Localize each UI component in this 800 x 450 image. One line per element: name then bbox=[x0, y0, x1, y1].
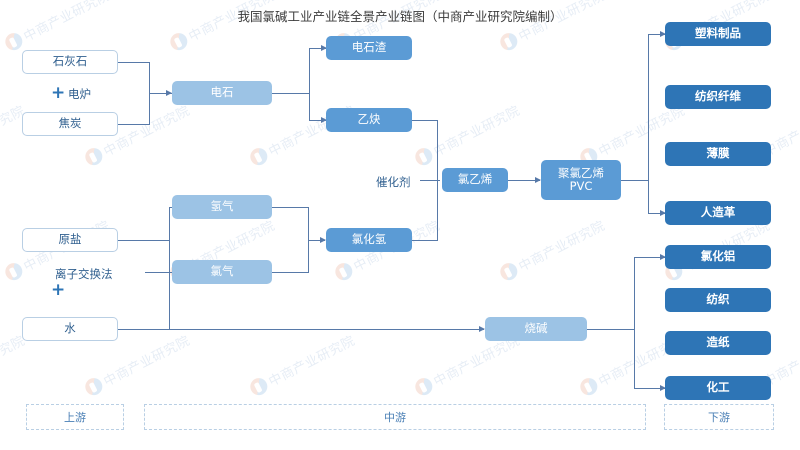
watermark: 中商产业研究院 bbox=[497, 445, 608, 450]
connector-to-acetylene bbox=[309, 120, 326, 121]
node-film[interactable]: 薄膜 bbox=[665, 142, 771, 166]
connector-to-hcl bbox=[308, 240, 325, 241]
arrow-to-artificial-leather bbox=[660, 209, 666, 216]
node-limestone[interactable]: 石灰石 bbox=[22, 50, 118, 74]
footer-downstream: 下游 bbox=[664, 404, 774, 430]
node-textile[interactable]: 纺织 bbox=[665, 288, 771, 312]
node-carbide-slag[interactable]: 电石渣 bbox=[326, 36, 412, 60]
watermark-logo-icon bbox=[577, 375, 601, 399]
connector-electrolysis-bracket bbox=[169, 207, 170, 329]
watermark: 中商产业研究院 bbox=[2, 445, 113, 450]
connector-raw-salt-out bbox=[118, 240, 170, 241]
watermark-logo-icon bbox=[412, 375, 436, 399]
arrow-to-acetylene bbox=[321, 116, 327, 123]
watermark-logo-icon bbox=[497, 260, 521, 284]
label-ion-exchange: 离子交换法 bbox=[55, 267, 113, 281]
connector-carbide-split bbox=[309, 48, 310, 120]
connector-caustic-out bbox=[587, 329, 635, 330]
plus-icon-ion-exchange: + bbox=[51, 280, 66, 300]
connector-vcm-to-pvc bbox=[508, 180, 540, 181]
watermark-logo-icon bbox=[332, 260, 356, 284]
node-aluminium-chloride[interactable]: 氯化铝 bbox=[665, 245, 771, 269]
connector-chlorine-out bbox=[272, 272, 309, 273]
watermark-text: 中商产业研究院 bbox=[431, 103, 523, 160]
node-acetylene[interactable]: 乙炔 bbox=[326, 108, 412, 132]
page-title: 我国氯碱工业产业链全景产业链图（中商产业研究院编制） bbox=[237, 9, 563, 24]
connector-to-chemical-industry bbox=[634, 388, 665, 389]
node-plastic-products[interactable]: 塑料制品 bbox=[665, 22, 771, 46]
watermark-text: 中商产业研究院 bbox=[516, 218, 608, 275]
watermark-logo-icon bbox=[497, 30, 521, 54]
connector-catalyst-junction bbox=[420, 180, 440, 181]
watermark-logo-icon bbox=[82, 145, 106, 169]
connector-acetylene-out bbox=[412, 120, 438, 121]
label-catalyst: 催化剂 bbox=[376, 175, 411, 189]
node-calcium-carbide[interactable]: 电石 bbox=[172, 81, 272, 105]
connector-limestone-out bbox=[118, 62, 150, 63]
watermark-text: 中商产业研究院 bbox=[266, 333, 358, 390]
watermark-logo-icon bbox=[167, 30, 191, 54]
connector-to-chlorine bbox=[145, 272, 182, 273]
node-chlorine[interactable]: 氯气 bbox=[172, 260, 272, 284]
arrow-to-aluminium-chloride bbox=[660, 253, 666, 260]
connector-hydrogen-out bbox=[272, 207, 309, 208]
connector-hcl-out bbox=[412, 240, 438, 241]
watermark-logo-icon bbox=[412, 145, 436, 169]
connector-to-aluminium-chloride bbox=[634, 257, 665, 258]
watermark-text: 中商产业研究院 bbox=[20, 445, 113, 450]
node-vinyl-chloride[interactable]: 氯乙烯 bbox=[442, 168, 508, 192]
connector-carbide-out bbox=[272, 93, 310, 94]
node-caustic-soda[interactable]: 烧碱 bbox=[485, 317, 587, 341]
node-artificial-leather[interactable]: 人造革 bbox=[665, 201, 771, 225]
node-pvc[interactable]: 聚氯乙烯 PVC bbox=[541, 160, 621, 200]
arrow-to-carbide-slag bbox=[321, 44, 327, 51]
watermark: 中商产业研究院 bbox=[167, 445, 278, 450]
watermark-logo-icon bbox=[2, 30, 26, 54]
connector-coke-out bbox=[118, 124, 150, 125]
watermark: 中商产业研究院 bbox=[0, 330, 28, 399]
watermark: 中商产业研究院 bbox=[247, 330, 358, 399]
node-papermaking[interactable]: 造纸 bbox=[665, 331, 771, 355]
connector-pvc-bracket bbox=[648, 34, 649, 214]
arrow-to-caustic-soda bbox=[479, 325, 485, 332]
node-textile-fiber[interactable]: 纺织纤维 bbox=[665, 85, 771, 109]
footer-upstream: 上游 bbox=[26, 404, 124, 430]
watermark-text: 中商产业研究院 bbox=[350, 445, 443, 450]
connector-to-plastic-products bbox=[648, 34, 665, 35]
watermark-text: 中商产业研究院 bbox=[680, 445, 773, 450]
node-coke[interactable]: 焦炭 bbox=[22, 112, 118, 136]
connector-caustic-bracket bbox=[634, 257, 635, 388]
footer-midstream: 中游 bbox=[144, 404, 646, 430]
watermark-logo-icon bbox=[247, 145, 271, 169]
connector-to-carbide-slag bbox=[309, 48, 326, 49]
watermark-text: 中商产业研究院 bbox=[185, 445, 278, 450]
watermark: 中商产业研究院 bbox=[412, 100, 523, 169]
connector-to-artificial-leather bbox=[648, 213, 665, 214]
connector-acetylene-down bbox=[437, 120, 438, 180]
connector-to-calcium-carbide bbox=[149, 93, 173, 94]
watermark: 中商产业研究院 bbox=[332, 445, 443, 450]
node-pvc-line2: PVC bbox=[569, 179, 593, 193]
connector-hcl-up bbox=[437, 180, 438, 241]
arrow-to-chemical-industry bbox=[660, 384, 666, 391]
watermark-logo-icon bbox=[247, 375, 271, 399]
node-chemical-industry[interactable]: 化工 bbox=[665, 376, 771, 400]
watermark-logo-icon bbox=[2, 260, 26, 284]
arrow-to-pvc bbox=[535, 176, 541, 183]
connector-pvc-out bbox=[621, 180, 649, 181]
watermark-text: 中商产业研究院 bbox=[515, 445, 608, 450]
arrow-to-hcl bbox=[320, 236, 326, 243]
watermark: 中商产业研究院 bbox=[497, 215, 608, 284]
node-pvc-line1: 聚氯乙烯 bbox=[558, 165, 604, 180]
watermark-logo-icon bbox=[82, 375, 106, 399]
node-water[interactable]: 水 bbox=[22, 317, 118, 341]
plus-icon-furnace: + bbox=[51, 83, 66, 103]
connector-water-to-caustic bbox=[118, 329, 484, 330]
watermark: 中商产业研究院 bbox=[662, 445, 773, 450]
node-hydrogen-chloride[interactable]: 氯化氢 bbox=[326, 228, 412, 252]
label-electric-furnace: 电炉 bbox=[68, 87, 91, 101]
node-hydrogen[interactable]: 氢气 bbox=[172, 195, 272, 219]
arrow-to-calcium-carbide bbox=[166, 89, 172, 96]
node-raw-salt[interactable]: 原盐 bbox=[22, 228, 118, 252]
